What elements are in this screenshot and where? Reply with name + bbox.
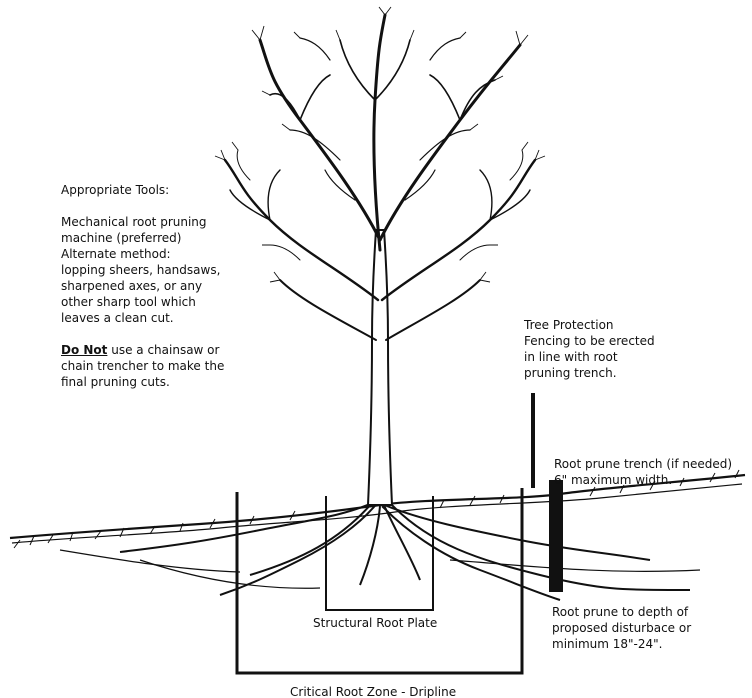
tree-trunk — [366, 229, 394, 506]
root-system — [59, 499, 701, 601]
fencing-line: pruning trench. — [524, 366, 617, 380]
tools-line: leaves a clean cut. — [61, 311, 174, 325]
critical-root-zone-bracket — [235, 488, 524, 675]
depth-line: proposed disturbace or — [552, 621, 692, 635]
warning-line: Do Not use a chainsaw or — [61, 342, 261, 358]
depth-line: Root prune to depth of — [552, 605, 689, 619]
tree-branches — [223, 13, 537, 341]
tools-note: Appropriate Tools: Mechanical root pruni… — [61, 182, 261, 390]
tools-heading: Appropriate Tools: — [61, 183, 170, 197]
tools-line: Alternate method: — [61, 247, 171, 261]
fencing-line: Fencing to be erected — [524, 334, 655, 348]
depth-line: minimum 18"-24". — [552, 637, 663, 651]
tools-line: Mechanical root pruning — [61, 215, 207, 229]
trench-line: Root prune trench (if needed) — [554, 457, 733, 471]
tools-line: sharpened axes, or any — [61, 279, 203, 293]
trench-note: Root prune trench (if needed) 6" maximum… — [554, 456, 750, 488]
tools-line: machine (preferred) — [61, 231, 182, 245]
fencing-line: Tree Protection — [524, 318, 614, 332]
fencing-line: in line with root — [524, 350, 618, 364]
root-prune-trench — [549, 480, 563, 592]
tools-line: lopping sheers, handsaws, — [61, 263, 221, 277]
depth-note: Root prune to depth of proposed disturba… — [552, 604, 742, 652]
tree-twigs — [214, 6, 546, 283]
critical-root-zone-label: Critical Root Zone - Dripline — [290, 685, 457, 698]
fencing-note: Tree Protection Fencing to be erected in… — [524, 317, 714, 381]
warning-line: chain trencher to make the — [61, 359, 225, 373]
tools-line: other sharp tool which — [61, 295, 196, 309]
warning-line: final pruning cuts. — [61, 375, 170, 389]
do-not-emphasis: Do Not — [61, 343, 108, 357]
structural-root-plate-label: Structural Root Plate — [313, 616, 438, 630]
trench-line: 6" maximum width. — [554, 473, 673, 487]
structural-root-plate-bracket — [325, 496, 434, 611]
warning-text: use a chainsaw or — [107, 343, 220, 357]
